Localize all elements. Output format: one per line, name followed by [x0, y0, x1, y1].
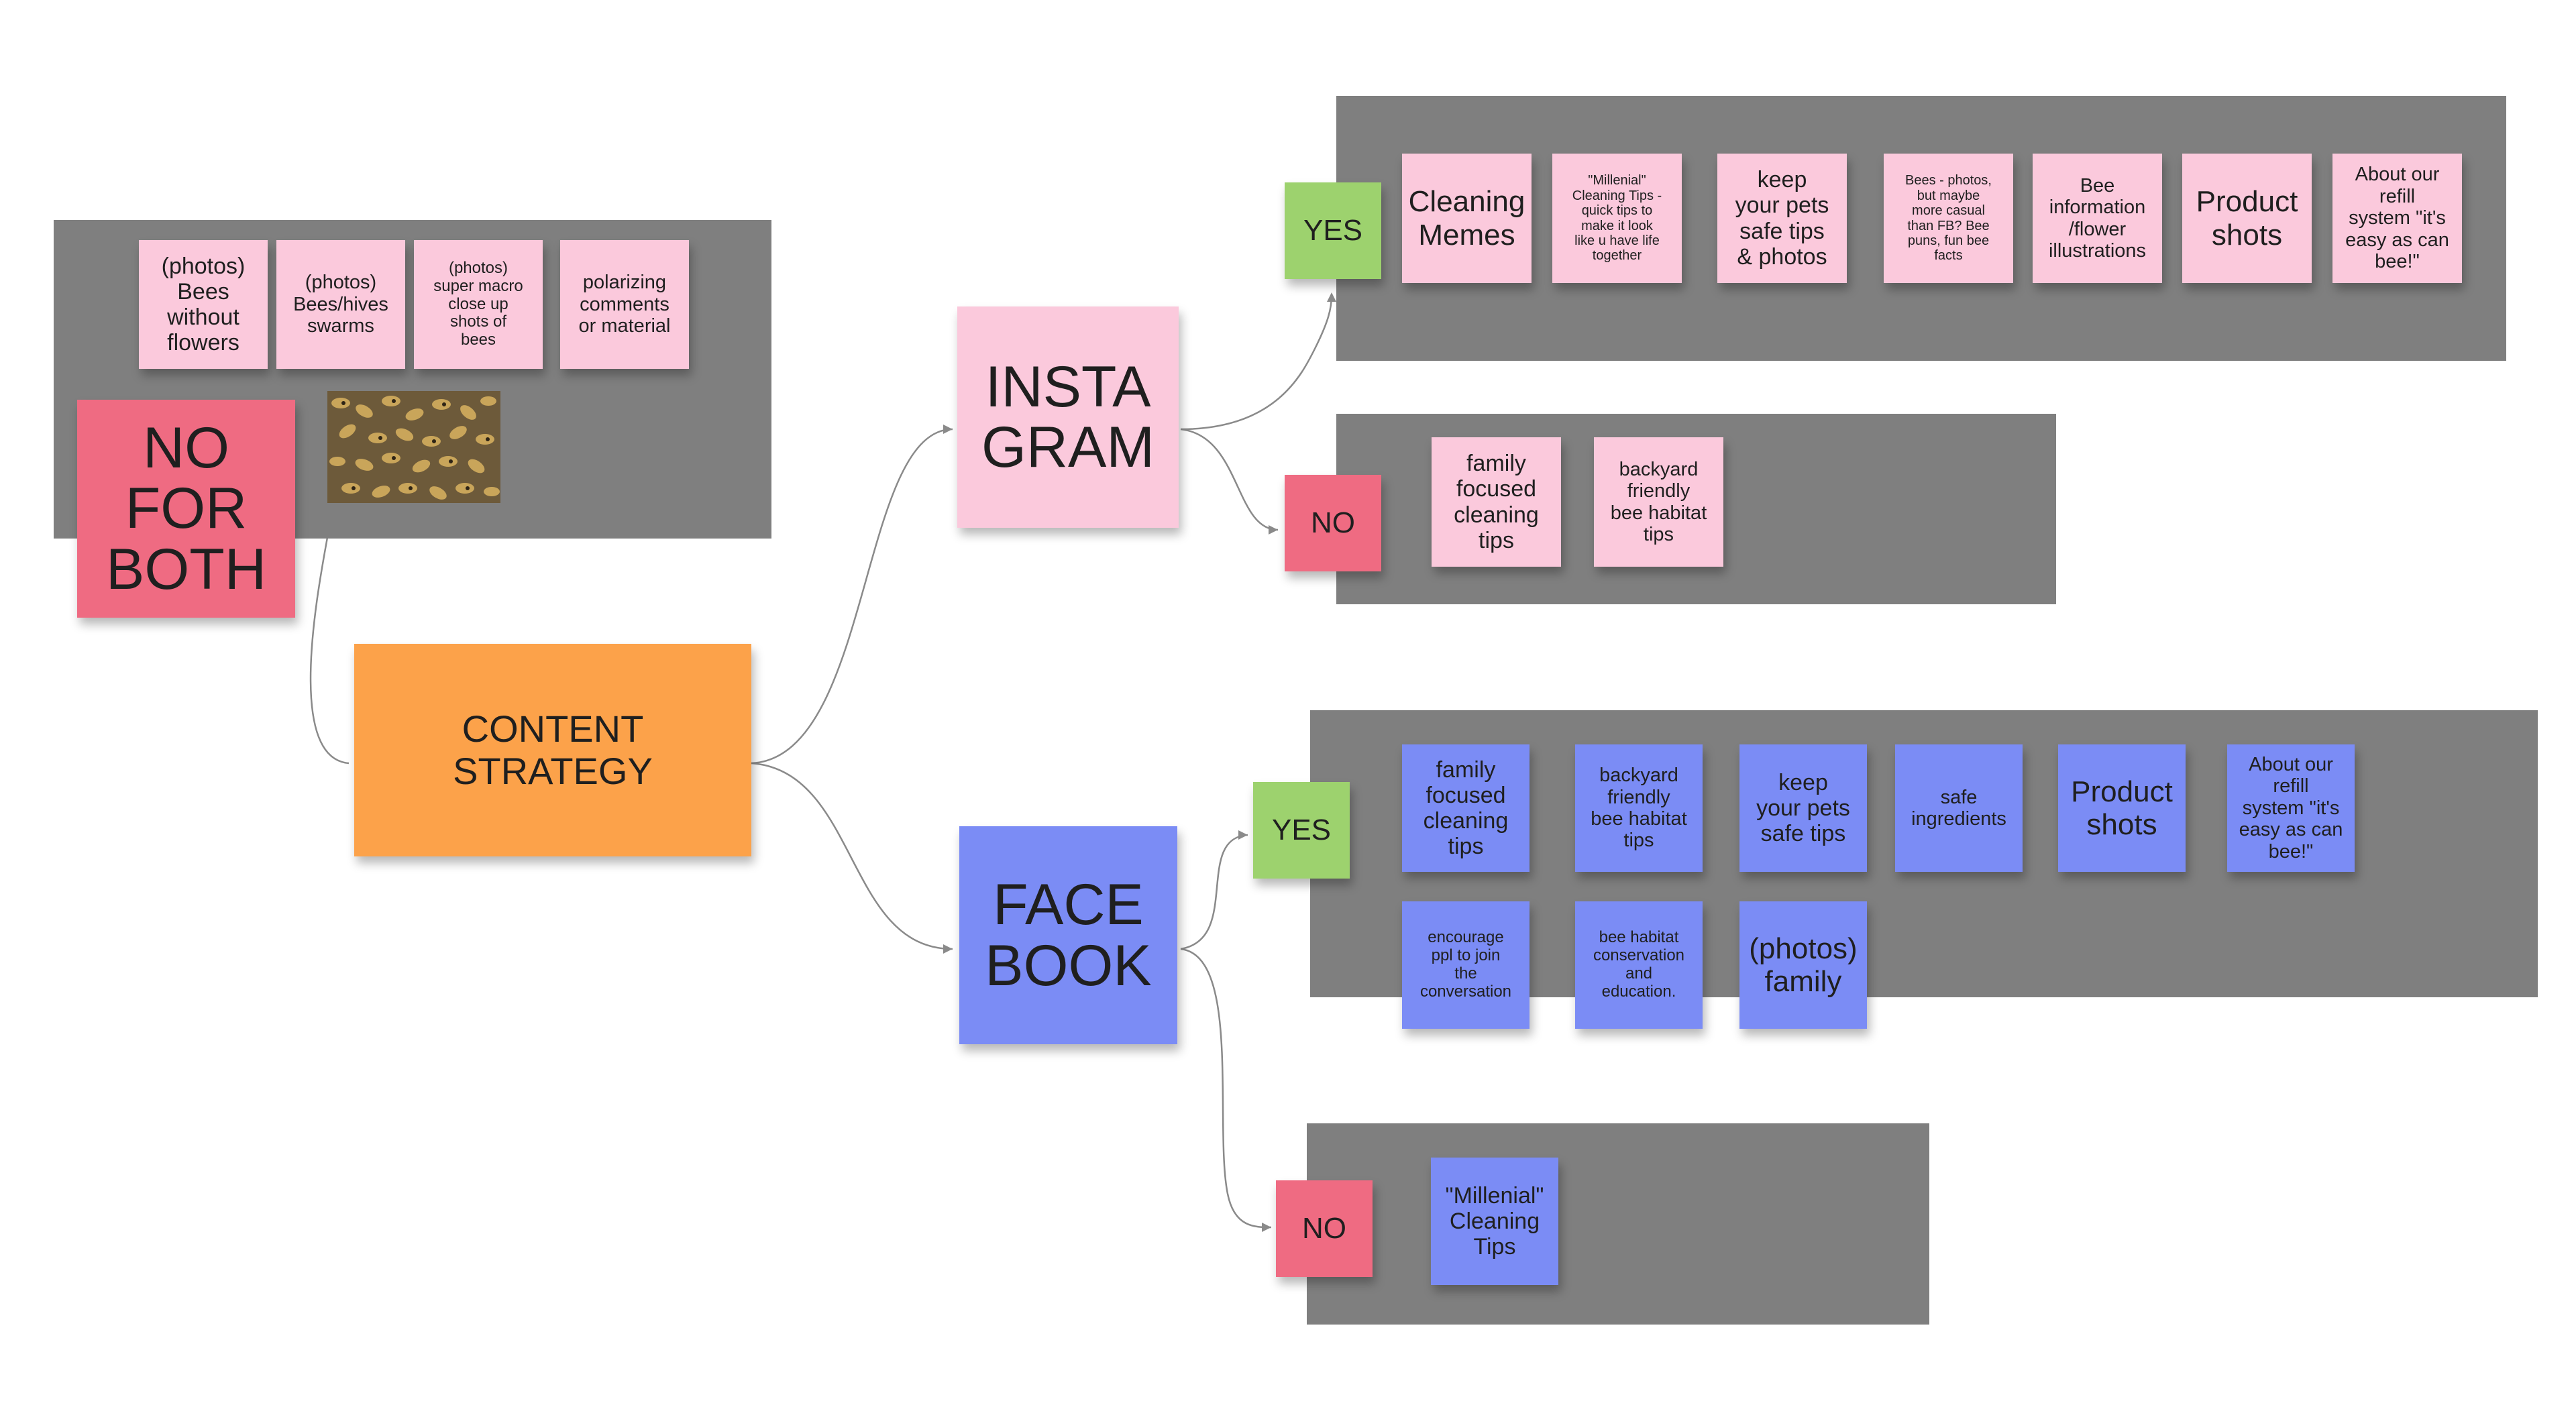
sticky-note-bees-without-flowers[interactable]: (photos) Bees without flowers	[139, 240, 268, 369]
sticky-note-photos-family[interactable]: (photos) family	[1739, 901, 1867, 1029]
sticky-note-product-shots[interactable]: Product shots	[2058, 744, 2186, 872]
sticky-note-refill-system[interactable]: About our refill system "it's easy as ca…	[2227, 744, 2355, 872]
instagram-yes-label[interactable]: YES	[1285, 182, 1381, 279]
bee-swarm-photo[interactable]	[327, 391, 500, 503]
arrowhead-facebook	[943, 944, 953, 954]
connector-instagram-to-no	[1180, 428, 1279, 531]
connector-facebook-to-yes	[1180, 834, 1248, 950]
facebook-no-label[interactable]: NO	[1276, 1180, 1373, 1277]
connector-central-to-instagram	[751, 428, 953, 765]
sticky-note-safe-ingredients[interactable]: safe ingredients	[1895, 744, 2023, 872]
instagram-no-label[interactable]: NO	[1285, 475, 1381, 571]
sticky-note-encourage-conversation[interactable]: encourage ppl to join the conversation	[1402, 901, 1529, 1029]
sticky-note-millenial-cleaning-tips[interactable]: "Millenial" Cleaning Tips - quick tips t…	[1552, 154, 1682, 283]
sticky-note-pets-safe-tips-photos[interactable]: keep your pets safe tips & photos	[1717, 154, 1847, 283]
connector-central-to-no-for-both	[298, 518, 350, 765]
sticky-note-bees-photos-puns[interactable]: Bees - photos, but maybe more casual tha…	[1884, 154, 2013, 283]
connector-central-to-facebook	[751, 762, 953, 950]
connector-instagram-to-yes	[1180, 294, 1333, 431]
frame-facebook-no	[1307, 1123, 1929, 1325]
sticky-note-bee-information[interactable]: Bee information /flower illustrations	[2033, 154, 2162, 283]
sticky-note-bees-hives-swarms[interactable]: (photos) Bees/hives swarms	[276, 240, 405, 369]
sticky-note-refill-system[interactable]: About our refill system "it's easy as ca…	[2332, 154, 2462, 283]
sticky-note-cleaning-memes[interactable]: Cleaning Memes	[1402, 154, 1532, 283]
sticky-note-pets-safe-tips[interactable]: keep your pets safe tips	[1739, 744, 1867, 872]
arrowhead-instagram	[943, 425, 953, 434]
connector-facebook-to-no	[1180, 948, 1272, 1229]
sticky-note-family-cleaning-tips[interactable]: family focused cleaning tips	[1432, 437, 1561, 567]
sticky-note-millenial-cleaning-tips[interactable]: "Millenial" Cleaning Tips	[1431, 1158, 1558, 1285]
sticky-note-backyard-bee-habitat[interactable]: backyard friendly bee habitat tips	[1594, 437, 1723, 567]
bee-swarm-icon	[327, 391, 500, 503]
sticky-note-family-cleaning-tips[interactable]: family focused cleaning tips	[1402, 744, 1529, 872]
arrowhead-facebook-yes	[1238, 830, 1248, 840]
facebook-yes-label[interactable]: YES	[1253, 782, 1350, 879]
sticky-note-polarizing-comments[interactable]: polarizing comments or material	[560, 240, 689, 369]
arrowhead-instagram-no	[1269, 525, 1278, 535]
instagram-label[interactable]: INSTA GRAM	[957, 306, 1179, 528]
sticky-note-bee-habitat-conservation[interactable]: bee habitat conservation and education.	[1575, 901, 1703, 1029]
arrowhead-facebook-no	[1262, 1223, 1271, 1232]
facebook-label[interactable]: FACE BOOK	[959, 826, 1177, 1044]
sticky-note-macro-shots-of-bees[interactable]: (photos) super macro close up shots of b…	[414, 240, 543, 369]
arrowhead-instagram-yes	[1327, 292, 1336, 302]
no-for-both-label[interactable]: NO FOR BOTH	[77, 400, 295, 618]
sticky-note-product-shots[interactable]: Product shots	[2182, 154, 2312, 283]
content-strategy-label[interactable]: CONTENT STRATEGY	[354, 644, 751, 856]
sticky-note-backyard-bee-habitat[interactable]: backyard friendly bee habitat tips	[1575, 744, 1703, 872]
